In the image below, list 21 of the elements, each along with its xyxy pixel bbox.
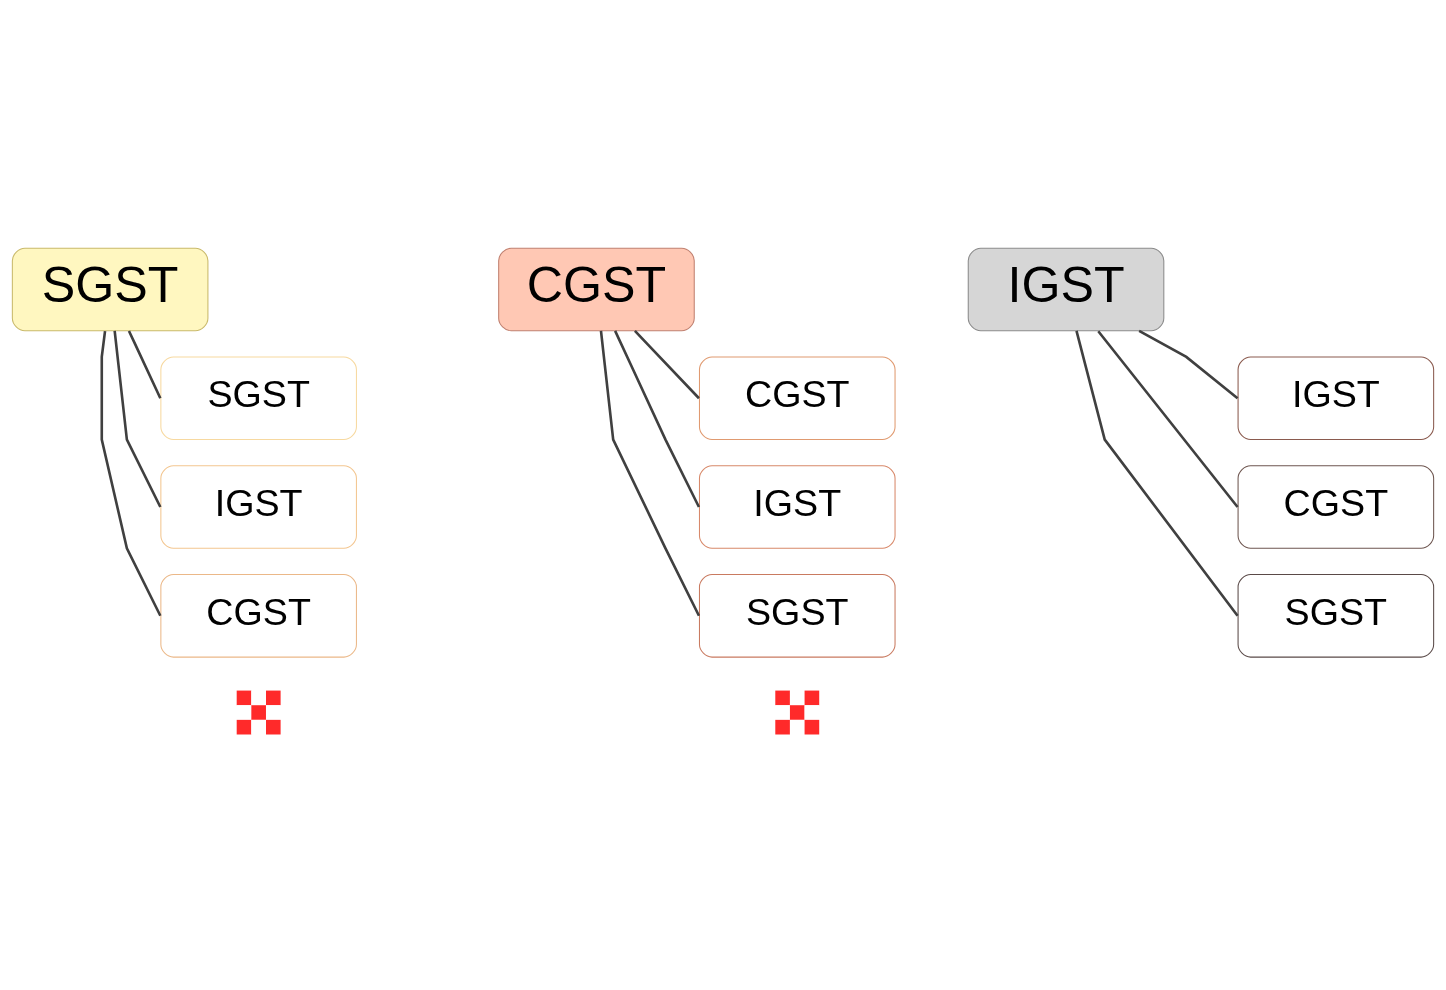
connector xyxy=(1138,329,1239,400)
connector xyxy=(127,330,162,399)
node-box: SGST xyxy=(11,247,209,332)
node-box: SGST xyxy=(698,573,896,658)
node-box: IGST xyxy=(698,465,896,549)
connector xyxy=(633,330,700,400)
node-box: IGST xyxy=(1237,356,1435,441)
node-box: CGST xyxy=(1237,465,1435,549)
connector xyxy=(113,330,162,508)
connector xyxy=(613,330,701,508)
node-box: IGST xyxy=(967,247,1165,332)
connector xyxy=(1075,330,1239,617)
node-box: IGST xyxy=(160,465,357,549)
node-box: CGST xyxy=(160,573,357,658)
node-box: SGST xyxy=(160,356,357,441)
connector xyxy=(100,330,162,617)
connector xyxy=(599,330,701,617)
node-box: SGST xyxy=(1237,573,1435,658)
connector xyxy=(1097,330,1239,508)
node-box: CGST xyxy=(498,247,695,332)
node-box: CGST xyxy=(698,356,896,441)
